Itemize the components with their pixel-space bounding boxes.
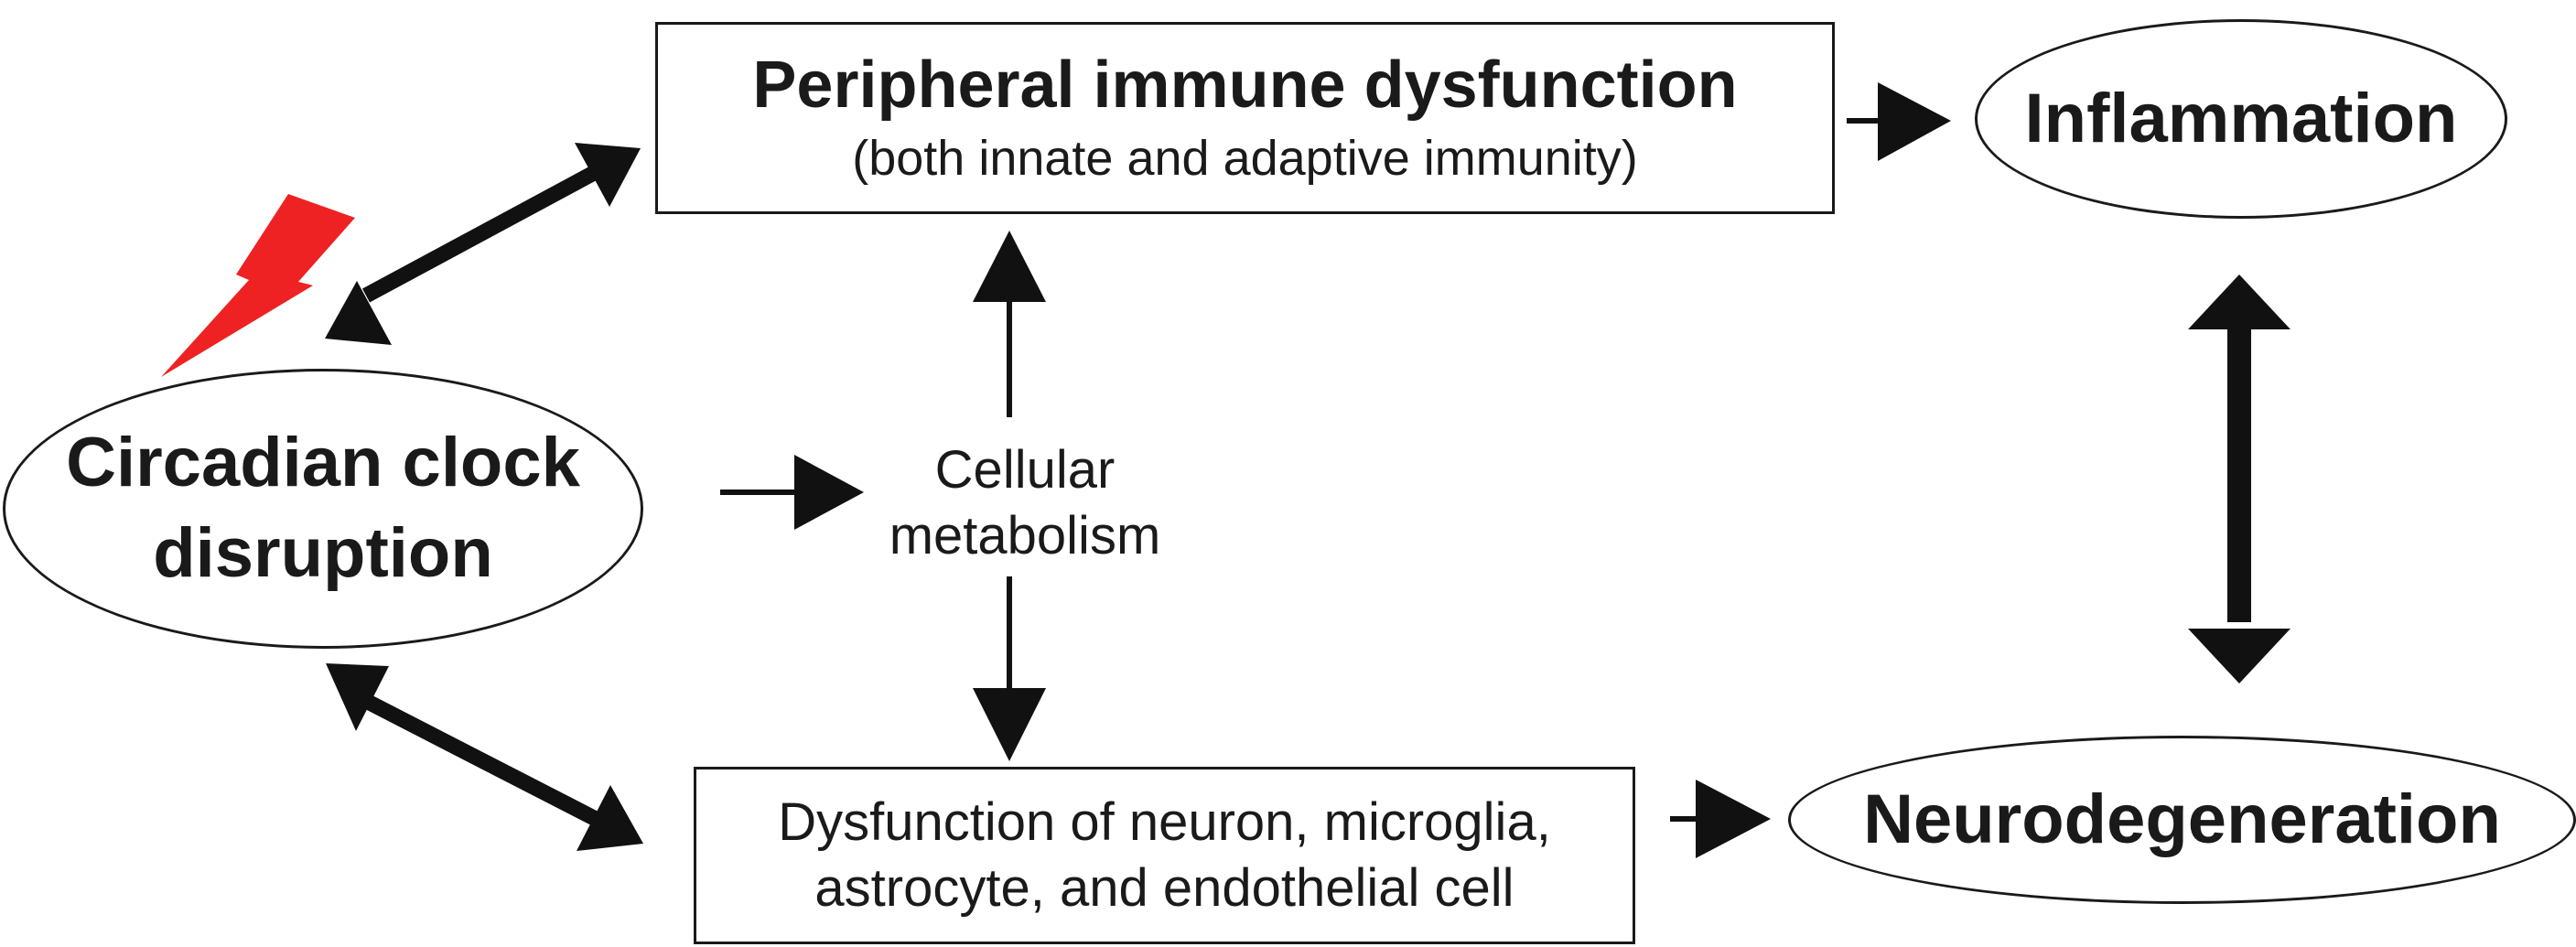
- arrow-circadian-peripheral: [325, 143, 641, 345]
- metabolism-label-line1: Cellular: [934, 439, 1116, 500]
- peripheral-title: Peripheral immune dysfunction: [752, 48, 1738, 123]
- inflammation-label: Inflammation: [2024, 80, 2458, 158]
- arrow-metabolism-peripheral: [973, 231, 1046, 417]
- arrow-dysfunction-neurodegeneration: [1670, 780, 1771, 858]
- neurodegeneration-label: Neurodegeneration: [1863, 780, 2501, 859]
- arrow-circadian-metabolism: [720, 455, 864, 530]
- circadian-label-line1: Circadian clock: [66, 424, 580, 502]
- dysfunction-label-line2: astrocyte, and endothelial cell: [814, 858, 1514, 918]
- node-cell-dysfunction: Dysfunction of neuron, microglia, astroc…: [694, 767, 1635, 944]
- node-peripheral-immune-dysfunction: Peripheral immune dysfunction (both inna…: [655, 22, 1835, 214]
- arrow-circadian-dysfunction: [326, 663, 643, 851]
- circadian-label-line2: disruption: [153, 514, 493, 592]
- node-inflammation: Inflammation: [1975, 19, 2507, 219]
- node-circadian-clock-disruption: Circadian clock disruption: [3, 369, 643, 649]
- arrow-metabolism-dysfunction: [973, 576, 1046, 761]
- metabolism-label-line2: metabolism: [889, 506, 1161, 565]
- arrow-peripheral-inflammation: [1847, 82, 1951, 161]
- node-neurodegeneration: Neurodegeneration: [1788, 736, 2576, 904]
- arrow-inflammation-neurodegeneration: [2188, 274, 2290, 683]
- lightning-bolt-icon: [161, 194, 355, 377]
- node-cellular-metabolism: Cellular metabolism: [851, 421, 1199, 586]
- peripheral-subtitle: (both innate and adaptive immunity): [852, 131, 1638, 186]
- dysfunction-label-line1: Dysfunction of neuron, microglia,: [778, 791, 1551, 852]
